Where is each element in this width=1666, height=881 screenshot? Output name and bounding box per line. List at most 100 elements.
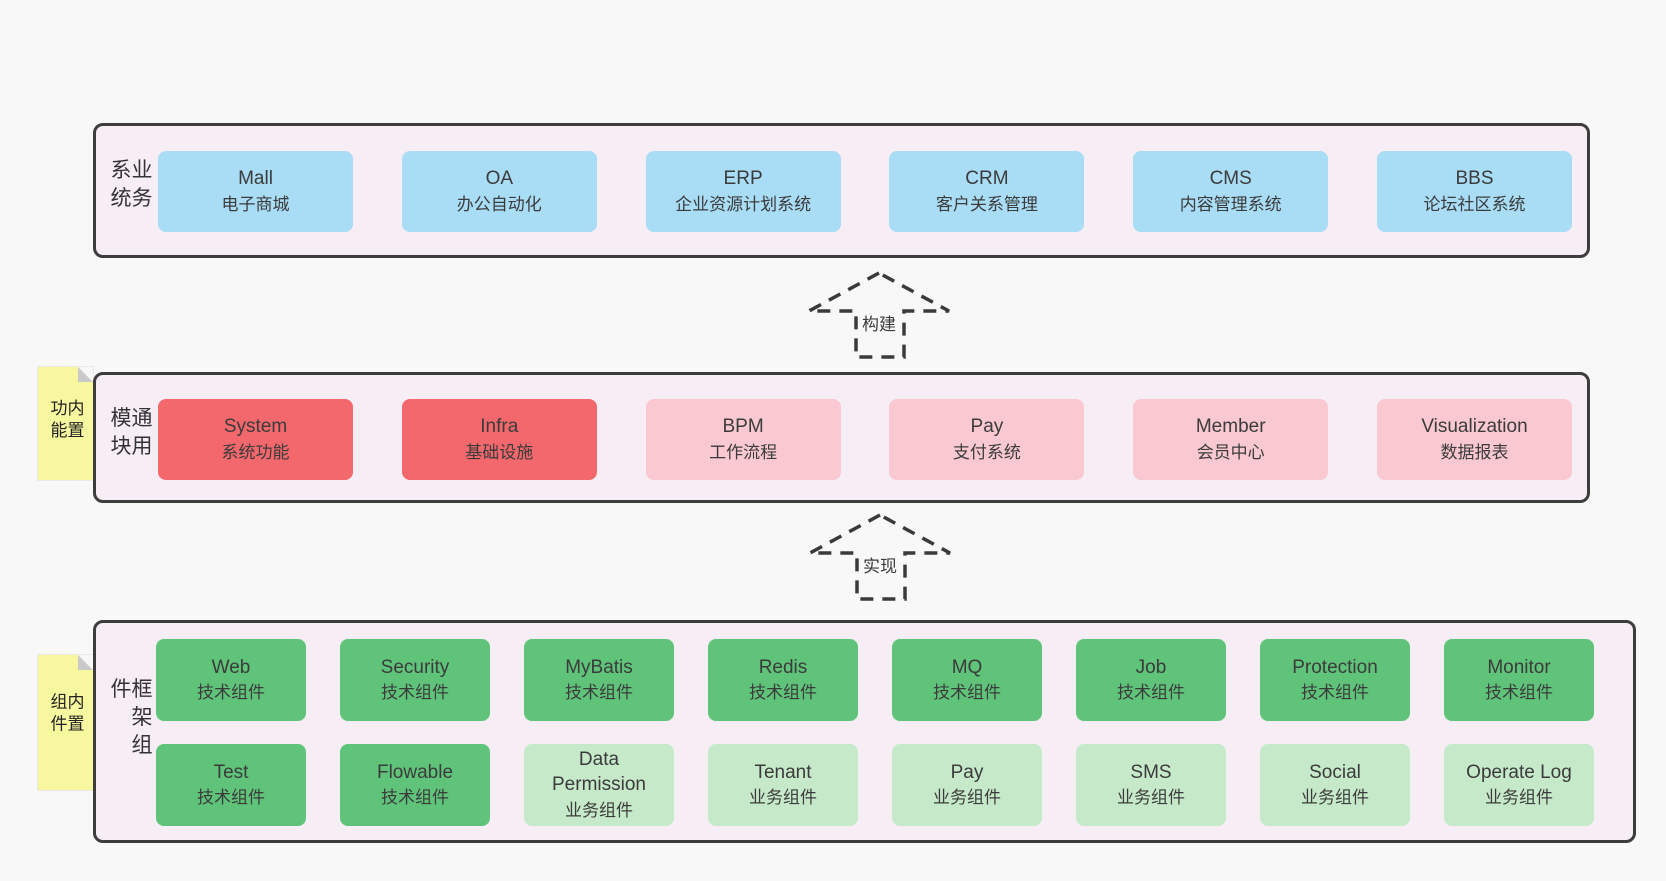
layer-modules-label: 通用模块 [108, 406, 152, 463]
box-title: MQ [951, 656, 983, 678]
box-title: Visualization [1421, 416, 1528, 438]
layer-common-modules: 通用模块 System 系统功能 Infra 基础设施 BPM 工作流程 Pay 支付系… [93, 372, 1590, 503]
box-subtitle: 业务组件 [565, 800, 633, 820]
box-pay-component: Pay 业务组件 [892, 744, 1042, 826]
box-visualization: Visualization 数据报表 [1376, 399, 1572, 480]
box-monitor: Monitor 技术组件 [1444, 639, 1594, 721]
box-web: Web 技术组件 [156, 639, 306, 721]
box-title: System [223, 416, 288, 438]
box-subtitle: 业务组件 [749, 788, 817, 808]
box-subtitle: 技术组件 [197, 683, 265, 703]
box-subtitle: 技术组件 [933, 683, 1001, 703]
arrow-implement-label: 实现 [859, 556, 901, 579]
box-bpm: BPM 工作流程 [645, 399, 841, 480]
box-title: ERP [723, 168, 763, 190]
box-sms: SMS 业务组件 [1076, 744, 1226, 826]
box-title: SMS [1130, 761, 1172, 783]
box-title: Tenant [754, 761, 812, 783]
layer-framework-components: 框架组件 Web 技术组件 Security 技术组件 MyBatis 技术组件 Re… [93, 620, 1636, 843]
components-row-1: Web 技术组件 Security 技术组件 MyBatis 技术组件 Redis 技术… [156, 639, 1594, 721]
box-subtitle: 技术组件 [381, 683, 449, 703]
box-title: Flowable [376, 761, 454, 783]
box-title: Protection [1292, 656, 1378, 678]
layer-business-systems: 业务系统 Mall 电子商城 OA 办公自动化 ERP 企业资源计划系统 CRM 客户关… [93, 123, 1590, 258]
box-subtitle: 基础设施 [465, 442, 534, 462]
box-subtitle: 企业资源计划系统 [675, 194, 812, 214]
box-title: Pay [950, 761, 984, 783]
note-text: 内置组件 [47, 692, 84, 737]
box-title: Security [380, 656, 450, 678]
box-title: Web [211, 656, 251, 678]
box-system: System 系统功能 [158, 399, 353, 480]
box-subtitle: 系统功能 [221, 442, 290, 462]
box-test: Test 技术组件 [156, 744, 306, 826]
box-operate-log: Operate Log 业务组件 [1444, 744, 1594, 826]
box-title: Social [1309, 761, 1361, 783]
box-member: Member 会员中心 [1133, 399, 1329, 480]
box-mybatis: MyBatis 技术组件 [524, 639, 674, 721]
box-subtitle: 电子商城 [221, 194, 290, 214]
box-subtitle: 技术组件 [749, 683, 817, 703]
box-cms: CMS 内容管理系统 [1133, 151, 1329, 232]
business-box-row: Mall 电子商城 OA 办公自动化 ERP 企业资源计划系统 CRM 客户关系管理 C… [158, 151, 1572, 232]
box-title: Operate Log [1466, 761, 1572, 783]
box-title: MyBatis [565, 656, 633, 678]
box-subtitle: 业务组件 [1485, 788, 1553, 808]
box-subtitle: 技术组件 [1301, 683, 1369, 703]
box-title: Pay [970, 416, 1004, 438]
layer-business-label: 业务系统 [108, 158, 152, 215]
box-title: CMS [1209, 168, 1252, 190]
box-title: CRM [965, 168, 1009, 190]
box-mall: Mall 电子商城 [158, 151, 353, 232]
box-pay: Pay 支付系统 [889, 399, 1085, 480]
box-subtitle: 工作流程 [709, 442, 778, 462]
box-protection: Protection 技术组件 [1260, 639, 1410, 721]
box-title: BPM [722, 416, 764, 438]
box-title: Member [1195, 416, 1266, 438]
box-subtitle: 技术组件 [197, 788, 265, 808]
box-social: Social 业务组件 [1260, 744, 1410, 826]
box-security: Security 技术组件 [340, 639, 490, 721]
box-subtitle: 内容管理系统 [1179, 194, 1282, 214]
box-subtitle: 技术组件 [565, 683, 633, 703]
note-text: 内置功能 [47, 398, 84, 443]
box-subtitle: 支付系统 [952, 442, 1021, 462]
arrow-build-label: 构建 [858, 314, 900, 337]
box-tenant: Tenant 业务组件 [708, 744, 858, 826]
box-crm: CRM 客户关系管理 [889, 151, 1085, 232]
arrow-implement: 实现 [805, 512, 955, 602]
box-data-permission: Data Permission 业务组件 [524, 744, 674, 826]
box-subtitle: 技术组件 [1485, 683, 1553, 703]
box-subtitle: 论坛社区系统 [1423, 194, 1526, 214]
box-subtitle: 技术组件 [1117, 683, 1185, 703]
box-subtitle: 办公自动化 [456, 194, 542, 214]
box-title: Mall [238, 168, 273, 190]
box-erp: ERP 企业资源计划系统 [645, 151, 841, 232]
box-redis: Redis 技术组件 [708, 639, 858, 721]
box-subtitle: 业务组件 [1301, 788, 1369, 808]
box-title: Data Permission [552, 749, 646, 795]
box-title: Monitor [1487, 656, 1551, 678]
box-title: OA [485, 168, 514, 190]
box-title: Redis [758, 656, 808, 678]
box-subtitle: 客户关系管理 [935, 194, 1038, 214]
layer-components-label: 框架组件 [108, 677, 152, 762]
box-subtitle: 数据报表 [1440, 442, 1509, 462]
box-title: Infra [480, 416, 519, 438]
box-title: Test [213, 761, 249, 783]
box-infra: Infra 基础设施 [401, 399, 597, 480]
components-rows: Web 技术组件 Security 技术组件 MyBatis 技术组件 Redis 技术… [156, 639, 1594, 826]
box-subtitle: 业务组件 [933, 788, 1001, 808]
box-oa: OA 办公自动化 [401, 151, 597, 232]
arrow-build: 构建 [804, 270, 954, 360]
box-subtitle: 会员中心 [1196, 442, 1265, 462]
note-built-in-features: 内置功能 [38, 367, 93, 480]
note-built-in-components: 内置组件 [38, 655, 93, 790]
box-mq: MQ 技术组件 [892, 639, 1042, 721]
box-bbs: BBS 论坛社区系统 [1376, 151, 1572, 232]
box-subtitle: 业务组件 [1117, 788, 1185, 808]
box-title: BBS [1455, 168, 1494, 190]
